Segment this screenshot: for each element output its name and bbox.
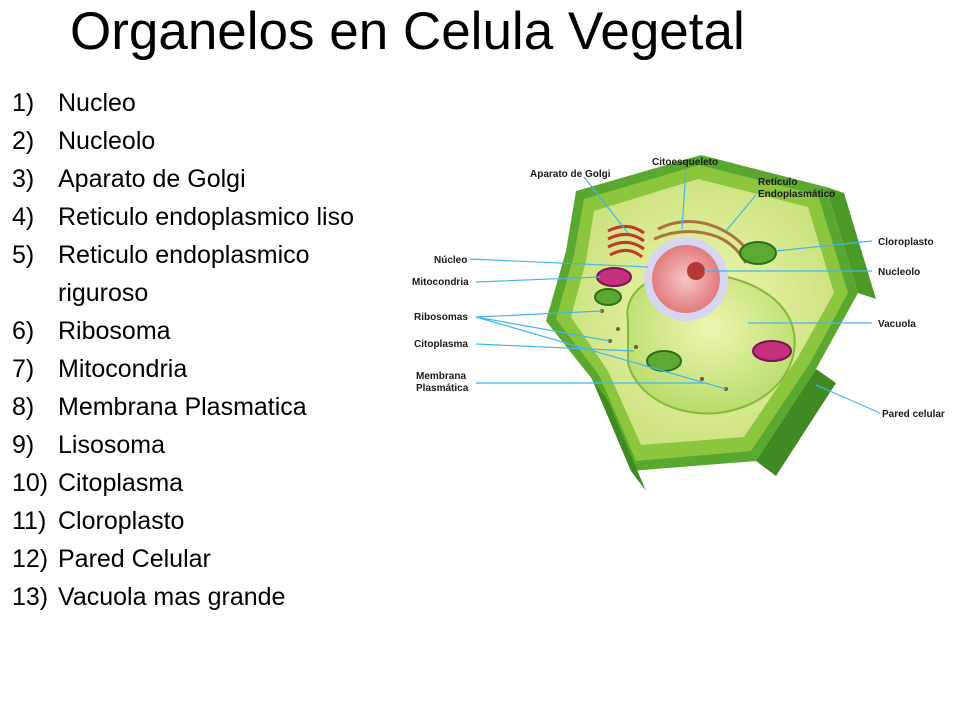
item-number: 10) bbox=[12, 469, 49, 497]
label-ribosomas: Ribosomas bbox=[414, 312, 468, 323]
label-golgi: Aparato de Golgi bbox=[530, 169, 611, 180]
item-label: Nucleo bbox=[58, 89, 136, 117]
list-item: 1) Nucleo bbox=[12, 84, 392, 122]
item-label: Vacuola mas grande bbox=[58, 583, 286, 611]
item-label: Aparato de Golgi bbox=[58, 165, 246, 193]
item-label: Mitocondria bbox=[58, 355, 188, 383]
list-item: 5) Reticulo endoplasmico riguroso bbox=[12, 236, 392, 312]
item-number: 4) bbox=[12, 203, 35, 231]
label-pared: Pared celular bbox=[882, 409, 945, 420]
list-item: 6) Ribosoma bbox=[12, 312, 392, 350]
item-number: 11) bbox=[12, 507, 47, 535]
cell-wall-front-left bbox=[592, 379, 646, 491]
cell-wall-front-right bbox=[756, 369, 836, 476]
list-item: 13) Vacuola mas grande bbox=[12, 578, 392, 616]
item-label: Cloroplasto bbox=[58, 507, 185, 535]
item-number: 6) bbox=[12, 317, 35, 345]
golgi-apparatus bbox=[607, 225, 645, 259]
item-number: 9) bbox=[12, 431, 35, 459]
item-label: Nucleolo bbox=[58, 127, 156, 155]
nucleus-inner bbox=[652, 245, 720, 313]
label-mitocondria: Mitocondria bbox=[412, 277, 469, 288]
label-cloroplasto: Cloroplasto bbox=[878, 237, 934, 248]
item-label: Pared Celular bbox=[58, 545, 211, 573]
item-number: 13) bbox=[12, 583, 49, 611]
item-number: 7) bbox=[12, 355, 35, 383]
label-reticulo-2: Endoplasmático bbox=[758, 189, 835, 200]
item-label: Ribosoma bbox=[58, 317, 171, 345]
item-number: 3) bbox=[12, 165, 35, 193]
label-reticulo-1: Retículo bbox=[758, 177, 797, 188]
item-label: Lisosoma bbox=[58, 431, 165, 459]
label-nucleo: Núcleo bbox=[434, 255, 467, 266]
plant-cell-illustration: Aparato de Golgi Citoesqueleto Retículo … bbox=[412, 155, 945, 491]
chloroplast bbox=[739, 241, 777, 265]
plant-cell-diagram: Aparato de Golgi Citoesqueleto Retículo … bbox=[396, 151, 960, 496]
label-citoesqueleto: Citoesqueleto bbox=[652, 157, 718, 168]
mitochondrion bbox=[752, 340, 792, 362]
list-item: 3) Aparato de Golgi bbox=[12, 160, 392, 198]
mitochondrion bbox=[596, 267, 632, 287]
item-label: Reticulo endoplasmico riguroso bbox=[58, 241, 310, 307]
label-vacuola: Vacuola bbox=[878, 319, 916, 330]
list-item: 11) Cloroplasto bbox=[12, 502, 392, 540]
nucleolus bbox=[687, 262, 705, 280]
label-membrana-1: Membrana bbox=[416, 371, 466, 382]
slide-title: Organelos en Celula Vegetal bbox=[70, 2, 745, 61]
list-item: 4) Reticulo endoplasmico liso bbox=[12, 198, 392, 236]
leader-lines bbox=[469, 168, 881, 414]
list-item: 2) Nucleolo bbox=[12, 122, 392, 160]
item-number: 12) bbox=[12, 545, 49, 573]
list-item: 7) Mitocondria bbox=[12, 350, 392, 388]
label-nucleolo: Nucleolo bbox=[878, 267, 920, 278]
list-item: 8) Membrana Plasmatica bbox=[12, 388, 392, 426]
list-item: 12) Pared Celular bbox=[12, 540, 392, 578]
item-label: Citoplasma bbox=[58, 469, 184, 497]
item-number: 1) bbox=[12, 89, 35, 117]
chloroplast bbox=[594, 288, 622, 306]
item-label: Reticulo endoplasmico liso bbox=[58, 203, 354, 231]
list-item: 10) Citoplasma bbox=[12, 464, 392, 502]
label-membrana-2: Plasmática bbox=[416, 383, 469, 394]
label-citoplasma: Citoplasma bbox=[414, 339, 468, 350]
item-number: 8) bbox=[12, 393, 35, 421]
item-label: Membrana Plasmatica bbox=[58, 393, 307, 421]
item-number: 5) bbox=[12, 241, 35, 269]
organelle-list: 1) Nucleo 2) Nucleolo 3) Aparato de Golgi 4… bbox=[12, 84, 392, 616]
item-number: 2) bbox=[12, 127, 35, 155]
list-item: 9) Lisosoma bbox=[12, 426, 392, 464]
